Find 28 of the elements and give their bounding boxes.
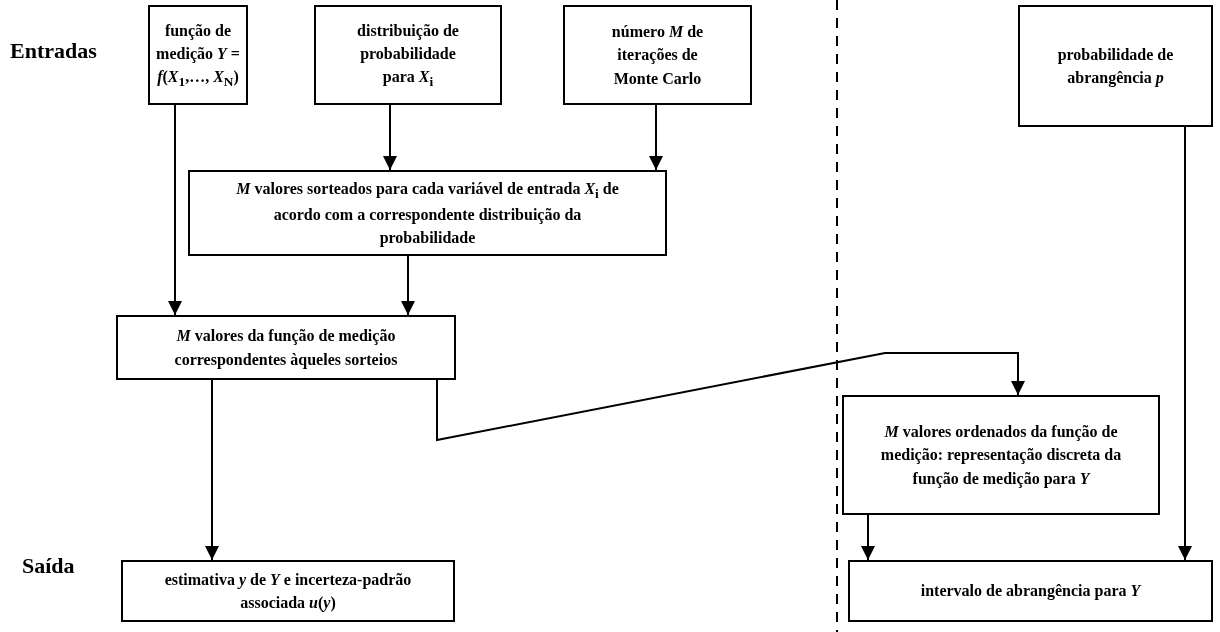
process-box xyxy=(842,395,1160,515)
process-box xyxy=(148,5,248,105)
box-text: intervalo de abrangência para Y xyxy=(920,581,1141,602)
section-label: Entradas xyxy=(10,38,97,64)
process-box xyxy=(314,5,502,105)
process-box xyxy=(116,315,456,380)
process-box xyxy=(121,560,455,622)
arrow xyxy=(168,104,182,316)
process-box xyxy=(848,560,1213,622)
process-box xyxy=(563,5,752,105)
arrow xyxy=(649,104,663,171)
arrow xyxy=(401,255,415,316)
box-text: distribuição de probabilidade para X$_{i}$ xyxy=(356,20,460,92)
process-box xyxy=(188,170,667,256)
arrow xyxy=(1178,126,1192,561)
box-text: M valores ordenados da função de medição: representação discreta da função de medição para Y xyxy=(879,422,1123,490)
box-text: estimativa y de Y e incerteza-padrão associada u(y) xyxy=(163,569,413,614)
box-text: M valores sorteados para cada variável de entrada X$_{i}$ de acordo com a correspondente distribuição da probabilidade xyxy=(235,178,620,249)
arrow xyxy=(436,352,1025,442)
arrow xyxy=(861,514,875,561)
arrow xyxy=(383,104,397,171)
box-text: função de medição Y = f(X$_{1}$,…, X$_{N}$) xyxy=(156,20,240,92)
box-text: número M de iterações de Monte Carlo xyxy=(610,22,705,89)
box-text: M valores da função de medição correspondentes àqueles sorteios xyxy=(173,326,399,371)
section-label: Saída xyxy=(22,553,75,579)
arrow xyxy=(205,379,219,561)
process-box xyxy=(1018,5,1213,127)
box-text: probabilidade de abrangência p xyxy=(1056,44,1175,89)
